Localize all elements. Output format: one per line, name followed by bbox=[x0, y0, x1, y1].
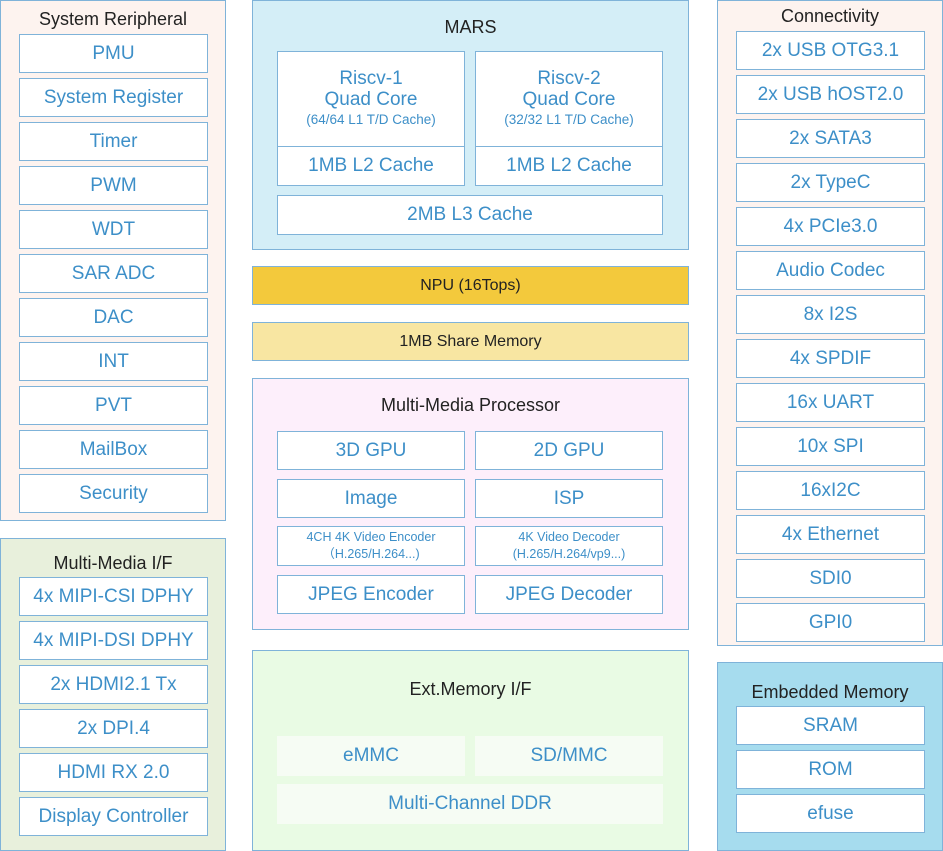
mmif-item-2x-dpi-4: 2x DPI.4 bbox=[19, 709, 208, 748]
mars-panel: MARS Riscv-1 Quad Core (64/64 L1 T/D Cac… bbox=[252, 0, 689, 250]
mmif-item-4x-mipi-csi-dphy: 4x MIPI-CSI DPHY bbox=[19, 577, 208, 616]
riscv2-core: Riscv-2 Quad Core (32/32 L1 T/D Cache) bbox=[475, 51, 663, 147]
image-block: Image bbox=[277, 479, 465, 518]
riscv2-name: Riscv-2 bbox=[537, 68, 601, 89]
riscv2-cache: (32/32 L1 T/D Cache) bbox=[504, 112, 634, 127]
conn-item-16xi2c: 16xI2C bbox=[736, 471, 925, 510]
connectivity-title: Connectivity bbox=[780, 6, 880, 26]
video-decoder-line1: 4K Video Decoder bbox=[518, 530, 620, 544]
gpu-2d: 2D GPU bbox=[475, 431, 663, 470]
sdmmc-block: SD/MMC bbox=[475, 736, 663, 776]
conn-item-2x-typec: 2x TypeC bbox=[736, 163, 925, 202]
conn-item-8x-i2s: 8x I2S bbox=[736, 295, 925, 334]
mmif-item-4x-mipi-dsi-dphy: 4x MIPI-DSI DPHY bbox=[19, 621, 208, 660]
embedded-memory-panel: Embedded Memory SRAM ROM efuse bbox=[717, 662, 943, 851]
system-peripheral-title: System Reripheral bbox=[38, 9, 188, 29]
sp-item-system-register: System Register bbox=[19, 78, 208, 117]
mmif-item-display-controller: Display Controller bbox=[19, 797, 208, 836]
l3-cache: 2MB L3 Cache bbox=[277, 195, 663, 235]
gpu-3d: 3D GPU bbox=[277, 431, 465, 470]
sp-item-dac: DAC bbox=[19, 298, 208, 337]
conn-item-16x-uart: 16x UART bbox=[736, 383, 925, 422]
conn-item-2x-usb-host2-0: 2x USB hOST2.0 bbox=[736, 75, 925, 114]
conn-item-audio-codec: Audio Codec bbox=[736, 251, 925, 290]
sp-item-security: Security bbox=[19, 474, 208, 513]
l2-cache-2: 1MB L2 Cache bbox=[475, 146, 663, 186]
riscv1-name: Riscv-1 bbox=[339, 68, 403, 89]
sp-item-pwm: PWM bbox=[19, 166, 208, 205]
embedded-memory-title: Embedded Memory bbox=[751, 682, 909, 702]
video-encoder-line2: （H.265/H.264...) bbox=[322, 547, 420, 561]
sp-item-pvt: PVT bbox=[19, 386, 208, 425]
riscv1-cache: (64/64 L1 T/D Cache) bbox=[306, 112, 436, 127]
conn-item-10x-spi: 10x SPI bbox=[736, 427, 925, 466]
video-encoder-line1: 4CH 4K Video Encoder bbox=[306, 530, 436, 544]
video-encoder: 4CH 4K Video Encoder （H.265/H.264...) bbox=[277, 526, 465, 566]
connectivity-panel: Connectivity 2x USB OTG3.1 2x USB hOST2.0… bbox=[717, 0, 943, 646]
multimedia-if-panel: Multi-Media I/F 4x MIPI-CSI DPHY 4x MIPI-… bbox=[0, 538, 226, 851]
em-item-rom: ROM bbox=[736, 750, 925, 789]
isp-block: ISP bbox=[475, 479, 663, 518]
ext-memory-panel: Ext.Memory I/F eMMC SD/MMC Multi-Channel… bbox=[252, 650, 689, 851]
riscv1-sub: Quad Core bbox=[324, 89, 418, 110]
emmc-block: eMMC bbox=[277, 736, 465, 776]
conn-item-2x-sata3: 2x SATA3 bbox=[736, 119, 925, 158]
mars-title: MARS bbox=[444, 17, 497, 37]
conn-item-gpi0: GPI0 bbox=[736, 603, 925, 642]
mmif-item-hdmi-rx-2-0: HDMI RX 2.0 bbox=[19, 753, 208, 792]
multimedia-processor-title: Multi-Media Processor bbox=[380, 395, 561, 415]
npu-bar: NPU (16Tops) bbox=[252, 266, 689, 305]
em-item-sram: SRAM bbox=[736, 706, 925, 745]
multimedia-processor-panel: Multi-Media Processor 3D GPU 2D GPU Imag… bbox=[252, 378, 689, 630]
riscv2-sub: Quad Core bbox=[522, 89, 616, 110]
em-item-efuse: efuse bbox=[736, 794, 925, 833]
sp-item-pmu: PMU bbox=[19, 34, 208, 73]
conn-item-4x-pcie3-0: 4x PCIe3.0 bbox=[736, 207, 925, 246]
mmif-item-2x-hdmi2-1-tx: 2x HDMI2.1 Tx bbox=[19, 665, 208, 704]
video-decoder: 4K Video Decoder (H.265/H.264/vp9...) bbox=[475, 526, 663, 566]
sp-item-sar-adc: SAR ADC bbox=[19, 254, 208, 293]
conn-item-4x-ethernet: 4x Ethernet bbox=[736, 515, 925, 554]
l2-cache-1: 1MB L2 Cache bbox=[277, 146, 465, 186]
sp-item-timer: Timer bbox=[19, 122, 208, 161]
multimedia-if-title: Multi-Media I/F bbox=[53, 553, 173, 573]
jpeg-encoder: JPEG Encoder bbox=[277, 575, 465, 614]
share-memory-bar: 1MB Share Memory bbox=[252, 322, 689, 361]
sp-item-mailbox: MailBox bbox=[19, 430, 208, 469]
jpeg-decoder: JPEG Decoder bbox=[475, 575, 663, 614]
conn-item-sdi0: SDI0 bbox=[736, 559, 925, 598]
conn-item-4x-spdif: 4x SPDIF bbox=[736, 339, 925, 378]
video-decoder-line2: (H.265/H.264/vp9...) bbox=[512, 547, 626, 561]
conn-item-2x-usb-otg3-1: 2x USB OTG3.1 bbox=[736, 31, 925, 70]
ext-memory-title: Ext.Memory I/F bbox=[409, 679, 532, 699]
sp-item-int: INT bbox=[19, 342, 208, 381]
ddr-block: Multi-Channel DDR bbox=[277, 784, 663, 824]
riscv1-core: Riscv-1 Quad Core (64/64 L1 T/D Cache) bbox=[277, 51, 465, 147]
sp-item-wdt: WDT bbox=[19, 210, 208, 249]
